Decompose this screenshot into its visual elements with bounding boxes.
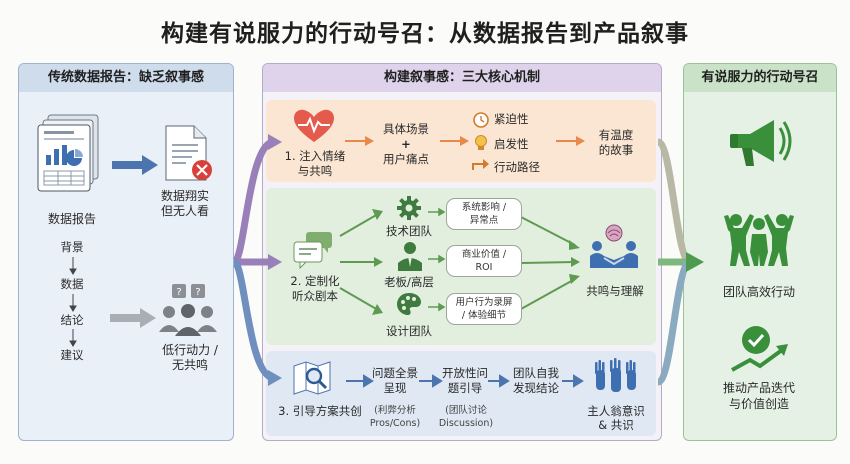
report-stack-icon — [37, 114, 99, 192]
design-team-label: 设计团队 — [386, 324, 432, 338]
ownership-line1: 主人翁意识 — [587, 404, 645, 418]
flow-step-suggestion: 建议 — [60, 348, 84, 362]
step1-line2: 呈现 — [383, 381, 407, 395]
urgency-label: 紧迫性 — [494, 112, 529, 126]
executive-icon — [398, 242, 422, 271]
palette-icon — [397, 293, 421, 315]
flow-step-conclusion: 结论 — [60, 313, 84, 327]
report-label: 数据报告 — [47, 212, 96, 226]
step3-line1: 团队自我 — [513, 366, 559, 380]
svg-text:?: ? — [195, 287, 200, 298]
svg-text:?: ? — [176, 287, 181, 298]
flow-step-background: 背景 — [60, 240, 84, 254]
row-co-creation — [266, 351, 656, 436]
ownership-line2: & 共识 — [598, 418, 634, 432]
arrow-orange-1 — [345, 136, 374, 146]
handshake-brain-icon — [590, 224, 638, 268]
map-search-icon — [293, 361, 331, 395]
growth-check-icon — [731, 326, 788, 372]
middle-panel-header: 构建叙事感：三大核心机制 — [263, 64, 661, 92]
pill-tech-line1: 系统影响 / — [461, 202, 507, 213]
arrow-orange-2 — [440, 136, 469, 146]
row1-label-line1: 1. 注入情绪 — [284, 149, 346, 163]
iteration-line2: 与价值创造 — [728, 397, 789, 411]
resonance-label: 共鸣与理解 — [586, 284, 644, 298]
chat-bubbles-icon — [293, 232, 332, 270]
row1-label-line2: 与共鸣 — [297, 164, 333, 178]
step1-note-line1: (利弊分析 — [374, 405, 416, 416]
lightbulb-icon — [475, 135, 487, 150]
pill-design-line1: 用户行为录屏 — [455, 297, 513, 308]
page-title: 构建有说服力的行动号召：从数据报告到产品叙事 — [161, 21, 689, 47]
action-path-label: 行动路径 — [494, 160, 540, 174]
path-arrow-icon — [472, 159, 489, 170]
flow-step-data: 数据 — [60, 277, 84, 291]
warm-story-line1: 有温度 — [598, 128, 634, 142]
pill-design-line2: / 体验细节 — [461, 310, 507, 321]
unseen-label-line1: 数据翔实 — [160, 189, 209, 203]
step3-line2: 发现结论 — [513, 381, 559, 395]
pill-design: 用户行为录屏 / 体验细节 — [446, 293, 522, 325]
gear-icon — [397, 196, 421, 220]
low-action-label-line1: 低行动力 / — [162, 343, 218, 357]
inspiration-label: 启发性 — [494, 137, 529, 151]
step2-line2: 题引导 — [447, 381, 483, 395]
pill-business-line1: 商业价值 / — [461, 249, 507, 260]
tech-team-label: 技术团队 — [386, 224, 432, 238]
low-action-label-line2: 无共鸣 — [171, 358, 208, 372]
arrow-right-icon — [112, 155, 158, 175]
row2-label-line2: 听众剧本 — [292, 289, 338, 303]
step2-note-line2: Discussion) — [438, 418, 494, 429]
unseen-label-line2: 但无人看 — [160, 204, 209, 218]
executive-label: 老板/高层 — [384, 275, 434, 289]
rejected-document-icon — [165, 125, 212, 181]
flow-arrows — [69, 257, 77, 347]
pill-tech: 系统影响 / 异常点 — [446, 198, 522, 230]
pill-tech-line2: 异常点 — [469, 215, 499, 226]
team-action-icon — [724, 214, 794, 266]
clock-icon — [473, 112, 489, 128]
step1-line1: 问题全景 — [372, 366, 418, 380]
pain-point-label: 用户痛点 — [383, 152, 429, 166]
heart-pulse-icon — [294, 109, 334, 142]
step2-line1: 开放性问 — [442, 366, 488, 380]
row2-label-line1: 2. 定制化 — [290, 274, 340, 288]
step1-note-line2: Pros/Cons) — [369, 418, 421, 429]
megaphone-icon — [730, 120, 792, 166]
left-panel-header: 传统数据报告：缺乏叙事感 — [19, 64, 233, 92]
arrow-right-gray-icon — [110, 308, 156, 328]
confused-people-icon: ? ? — [159, 284, 217, 336]
arrow-orange-3 — [556, 136, 585, 146]
team-action-label: 团队高效行动 — [722, 285, 795, 299]
iteration-line1: 推动产品迭代 — [722, 381, 795, 395]
pill-business: 商业价值 / ROI — [446, 245, 522, 277]
scene-plus: + — [401, 137, 411, 151]
step2-note-line1: (团队讨论 — [445, 405, 487, 416]
warm-story-line2: 的故事 — [598, 143, 634, 157]
right-panel-header: 有说服力的行动号召 — [684, 64, 836, 92]
scene-label: 具体场景 — [383, 122, 429, 136]
raised-hands-icon — [595, 358, 636, 392]
row3-label: 3. 引导方案共创 — [278, 404, 362, 418]
pill-business-line2: ROI — [475, 262, 493, 273]
